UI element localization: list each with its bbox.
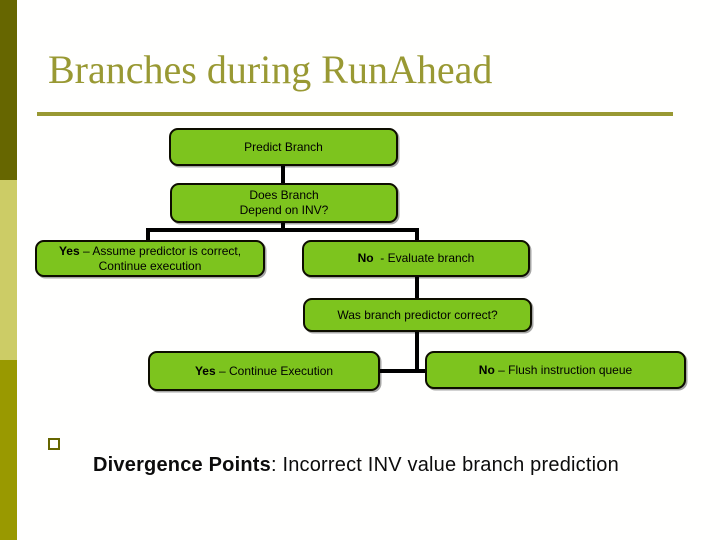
node-label-bold: No [478,362,495,377]
connector-wascorrect-stem [415,330,419,373]
node-label-line1: Yes – Assume predictor is correct, [59,244,241,259]
title-underline [37,112,673,116]
flowchart-node-no-evaluate-branch: No - Evaluate branch [302,240,530,277]
connector-branch-horizontal [146,228,419,232]
sidebar-decoration [0,0,17,540]
connector-branch-left-stub [146,228,150,242]
node-label-rest: – Assume predictor is correct, [79,243,242,258]
connector-branch-right-stub [415,228,419,242]
slide-title: Branches during RunAhead [48,47,493,92]
sidebar-segment-dark [0,0,17,180]
node-label-line2: Continue execution [98,258,202,273]
connector-predict-to-depend [281,164,285,184]
node-label-bold: Yes [58,243,80,258]
node-label-bold: No [357,251,374,265]
node-label: No – Flush instruction queue [479,363,632,378]
connector-depend-stem [281,221,285,232]
connector-bottom-horizontal [378,369,427,373]
flowchart-node-yes-assume-correct: Yes – Assume predictor is correct, Conti… [35,240,265,277]
sidebar-segment-light [0,180,17,360]
node-label: Yes – Continue Execution [195,364,333,379]
node-label-rest: – Flush instruction queue [494,362,633,377]
node-label-line1: Does Branch [249,188,319,202]
node-label: Was branch predictor correct? [337,307,498,322]
flowchart-node-predict-branch: Predict Branch [169,128,398,166]
flowchart-node-no-flush-queue: No – Flush instruction queue [425,351,686,389]
node-label-line2: Depend on INV? [239,203,329,217]
node-label-bold: Yes [194,363,216,378]
connector-evaluate-to-wascorrect [415,275,419,300]
node-label-rest: – Continue Execution [215,363,334,378]
node-label: Predict Branch [244,139,323,154]
node-label-rest: - Evaluate branch [373,251,475,265]
flowchart-node-was-predictor-correct: Was branch predictor correct? [303,298,532,332]
hollow-square-bullet-icon [48,438,60,450]
sidebar-segment-mid [0,360,17,540]
flowchart-node-yes-continue-execution: Yes – Continue Execution [148,351,380,391]
divergence-points-text: Divergence Points: Incorrect INV value b… [70,431,619,500]
node-label: No - Evaluate branch [358,251,475,266]
divergence-points-bold: Divergence Points [93,454,271,476]
divergence-points-rest: : Incorrect INV value branch prediction [270,454,619,476]
flowchart-node-depend-on-inv: Does Branch Depend on INV? [170,183,398,223]
